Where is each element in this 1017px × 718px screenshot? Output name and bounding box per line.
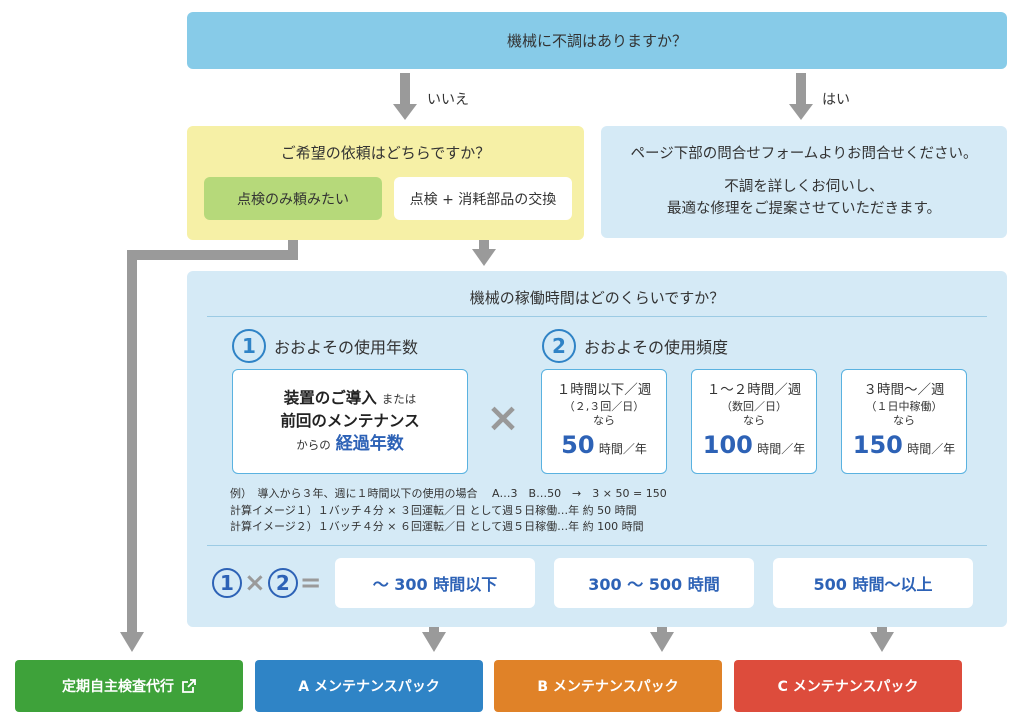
divider-bottom xyxy=(207,545,987,546)
divider-top xyxy=(207,316,987,317)
contact-box: ページ下部の問合せフォームよりお問合せください。 不調を詳しくお伺いし、 最適な… xyxy=(601,126,1007,238)
freq-card-2: １～２時間／週 （数回／日） なら 100 時間／年 xyxy=(691,369,817,474)
section-frequency: 2 おおよその使用頻度 xyxy=(542,329,728,363)
years-intro: 装置のご導入 xyxy=(283,389,377,408)
example-line1: 例） 導入から３年、週に１時間以下の使用の場合 A…3 B…50 → 3 × 5… xyxy=(230,487,667,500)
request-question: ご希望の依頼はどちらですか？ xyxy=(280,144,491,162)
freq-unit: 時間／年 xyxy=(598,442,647,457)
section-frequency-title: おおよその使用頻度 xyxy=(584,338,729,357)
contact-line3: 最適な修理をご提案させていただきます。 xyxy=(666,200,942,217)
freq-nara: なら xyxy=(743,414,765,428)
edge-label-yes: はい xyxy=(822,92,850,108)
freq-value: 50 xyxy=(561,431,595,460)
freq-unit: 時間／年 xyxy=(907,442,956,457)
multiply-sign: × xyxy=(486,395,520,441)
contact-line1: ページ下部の問合せフォームよりお問合せください。 xyxy=(630,146,978,163)
pack-a-button[interactable]: A メンテナンスパック xyxy=(255,660,483,712)
formula-circle-1: 1 xyxy=(212,568,242,598)
years-or: または xyxy=(381,392,417,407)
pack-self-inspection-label: 定期自主検査代行 xyxy=(62,679,174,695)
freq-value: 100 xyxy=(702,431,753,460)
formula: 1 × 2 = xyxy=(212,565,322,601)
option-inspection-only[interactable]: 点検のみ頼みたい xyxy=(204,177,382,220)
freq-label: １時間以下／週 xyxy=(556,382,652,399)
years-elapsed: 経過年数 xyxy=(335,434,404,455)
calculation-example: 例） 導入から３年、週に１時間以下の使用の場合 A…3 B…50 → 3 × 5… xyxy=(230,486,667,536)
main-question: 機械に不調はありますか？ xyxy=(187,12,1007,69)
formula-circle-2: 2 xyxy=(267,568,298,598)
number-circle-1: 1 xyxy=(232,329,266,363)
freq-label: １～２時間／週 xyxy=(706,382,802,399)
range-over-500[interactable]: 500 時間～以上 xyxy=(773,558,973,608)
freq-nara: なら xyxy=(593,414,615,428)
pack-b-button[interactable]: B メンテナンスパック xyxy=(494,660,722,712)
range-under-300[interactable]: ～ 300 時間以下 xyxy=(335,558,535,608)
pack-self-inspection-button[interactable]: 定期自主検査代行 xyxy=(15,660,243,712)
option-inspection-parts[interactable]: 点検 + 消耗部品の交換 xyxy=(394,177,572,220)
freq-value: 150 xyxy=(852,431,903,460)
years-from: からの xyxy=(296,438,331,453)
external-link-icon xyxy=(182,679,196,693)
pack-c-button[interactable]: C メンテナンスパック xyxy=(734,660,962,712)
freq-sub: （数回／日） xyxy=(721,399,787,413)
freq-card-1: １時間以下／週 （２,３回／日） なら 50 時間／年 xyxy=(541,369,667,474)
contact-line2: 不調を詳しくお伺いし、 xyxy=(724,179,884,196)
example-line3: 計算イメージ２）１バッチ４分 × ６回運転／日 として週５日稼働…年 約 100… xyxy=(230,520,644,533)
freq-sub: （１日中稼働） xyxy=(865,399,943,413)
number-circle-2: 2 xyxy=(542,329,576,363)
section-years-title: おおよその使用年数 xyxy=(274,338,419,357)
freq-nara: なら xyxy=(893,414,915,428)
formula-equals: = xyxy=(299,568,322,598)
edge-label-no: いいえ xyxy=(427,92,469,108)
years-last-maintenance: 前回のメンテナンス xyxy=(280,411,420,430)
freq-unit: 時間／年 xyxy=(757,442,806,457)
example-line2: 計算イメージ１）１バッチ４分 × ３回運転／日 として週５日稼働…年 約 50 … xyxy=(230,503,637,517)
formula-times: × xyxy=(244,568,266,598)
hours-question: 機械の稼働時間はどのくらいですか？ xyxy=(469,289,725,307)
years-card: 装置のご導入 または 前回のメンテナンス からの 経過年数 xyxy=(232,369,468,474)
freq-label: ３時間～／週 xyxy=(863,382,945,399)
freq-sub: （２,３回／日） xyxy=(563,399,645,413)
freq-card-3: ３時間～／週 （１日中稼働） なら 150 時間／年 xyxy=(841,369,967,474)
range-300-500[interactable]: 300 ～ 500 時間 xyxy=(554,558,754,608)
section-years: 1 おおよその使用年数 xyxy=(232,329,418,363)
